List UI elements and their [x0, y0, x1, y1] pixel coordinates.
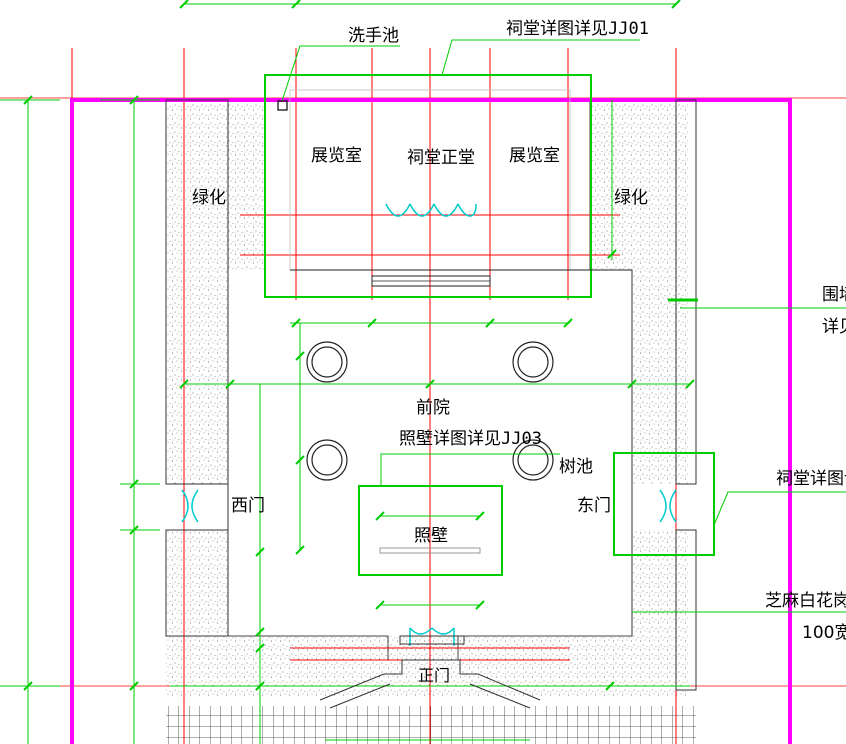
screen-wall-ref-label: 照壁详图详见JJ03 [399, 429, 542, 449]
greening-right-label: 绿化 [614, 188, 648, 208]
exhibition-room-left-label: 展览室 [311, 146, 362, 166]
ancestral-hall-ref-label: 祠堂详图详见JJ01 [506, 19, 649, 39]
main-gate-label: 正门 [418, 666, 450, 685]
west-gate-label: 西门 [231, 496, 265, 516]
wash-basin-icon [277, 100, 288, 111]
wall-outlines [165, 99, 697, 691]
dimension-lines [0, 3, 690, 744]
granite-label-2: 100宽 [802, 623, 846, 643]
greening-left-label: 绿化 [192, 188, 226, 208]
front-yard-label: 前院 [416, 398, 450, 418]
main-hall-label: 祠堂正堂 [407, 148, 475, 168]
exhibition-room-right-label: 展览室 [509, 146, 560, 166]
entrance-paving [166, 706, 696, 744]
east-gate-label: 东门 [577, 496, 611, 516]
tree-pool-label: 树池 [559, 457, 593, 477]
screen-wall-block [358, 485, 503, 576]
enclosure-ref-label-2: 详见 [822, 317, 846, 337]
drawing-labels: 洗手池 祠堂详图详见JJ01 展览室 祠堂正堂 展览室 绿化 绿化 围墙 详见 … [192, 19, 846, 685]
granite-label-1: 芝麻白花岗岩 [765, 591, 846, 611]
screen-wall-label: 照壁 [414, 526, 448, 546]
enclosure-ref-label-1: 围墙 [822, 285, 846, 305]
wash-basin-label: 洗手池 [348, 26, 399, 46]
tree-pool-icon [306, 341, 554, 481]
enclosure-wall [70, 98, 792, 744]
door-swing-icon [181, 203, 677, 646]
east-hall-ref-box [613, 452, 715, 556]
main-gate-structure [319, 635, 541, 709]
dimension-tick-icon [23, 0, 695, 691]
ancestral-hall [264, 74, 632, 298]
east-hall-ref-label: 祠堂详图详 [776, 469, 846, 489]
leader-lines [281, 39, 846, 613]
